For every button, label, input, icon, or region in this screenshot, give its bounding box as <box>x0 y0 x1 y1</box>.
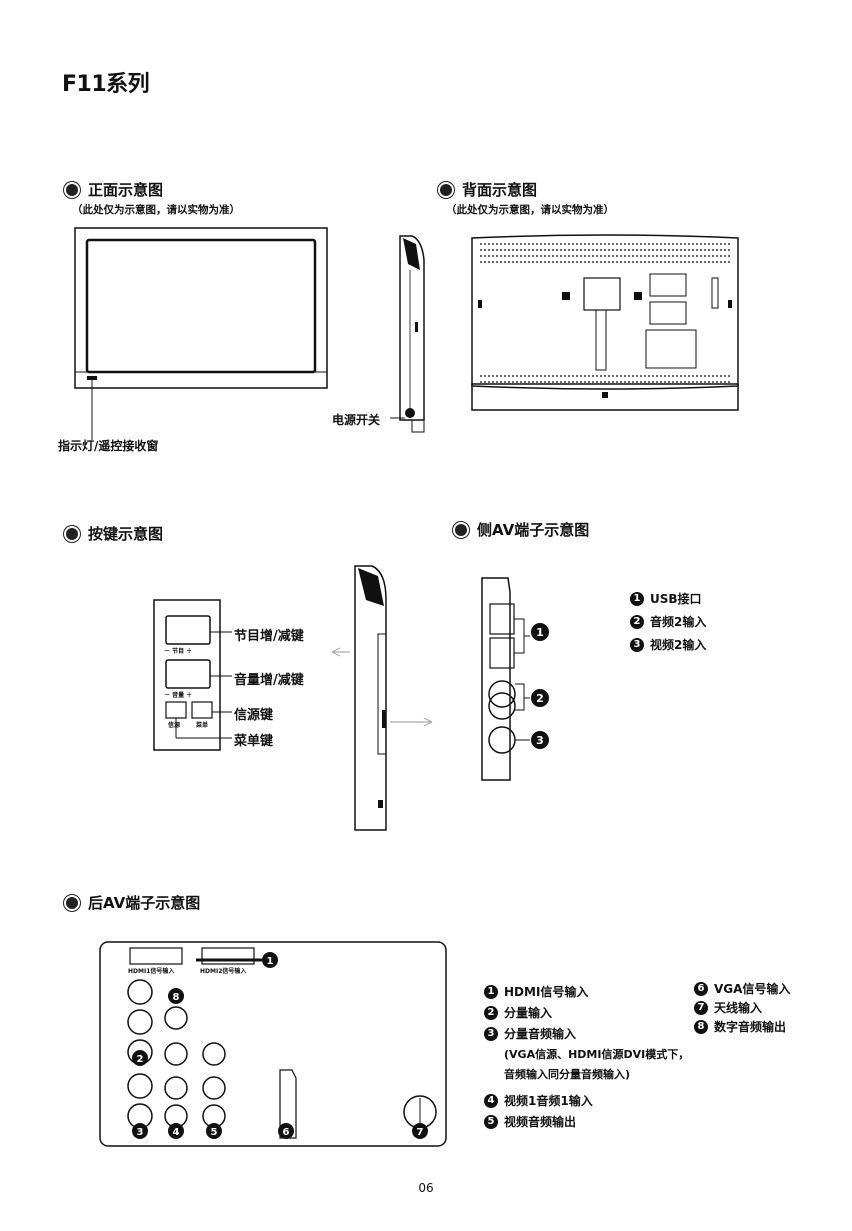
svg-text:5: 5 <box>211 1127 218 1138</box>
svg-text:3: 3 <box>137 1127 144 1138</box>
panel-hdmi1-label: HDMI1信号输入 <box>128 968 175 975</box>
bullet-icon <box>66 896 78 909</box>
indicator-label: 指示灯/遥控接收窗 <box>58 439 159 453</box>
bullet-icon <box>455 523 467 536</box>
panel-program-label: － 节目 ＋ <box>164 648 193 655</box>
program-key-label: 节目增/减键 <box>234 629 304 644</box>
panel-source-label: 信源 <box>168 722 181 729</box>
power-switch-label: 电源开关 <box>332 413 381 427</box>
rear-av-diagram: 1 2 3 4 5 6 7 8 <box>99 941 447 1147</box>
panel-volume-label: － 音量 ＋ <box>164 692 193 699</box>
back-view-heading: 背面示意图 <box>440 179 537 200</box>
button-panel-diagram <box>153 565 433 831</box>
svg-text:1: 1 <box>536 626 544 639</box>
legend-note: (VGA信源、HDMI信源DVI模式下， <box>504 1048 690 1061</box>
svg-text:6: 6 <box>283 1127 290 1138</box>
back-tv-diagram <box>471 234 739 411</box>
svg-text:2: 2 <box>137 1054 144 1065</box>
bullet-icon <box>440 183 452 196</box>
panel-hdmi2-label: HDMI2信号输入 <box>200 968 247 975</box>
bullet-icon <box>66 183 78 196</box>
svg-text:4: 4 <box>173 1127 180 1138</box>
front-tv-diagram <box>74 227 425 440</box>
svg-text:1: 1 <box>267 956 274 967</box>
page-title: F11系列 <box>62 72 150 97</box>
legend-note: 音频输入同分量音频输入) <box>504 1068 631 1081</box>
svg-text:7: 7 <box>417 1127 424 1138</box>
svg-text:8: 8 <box>173 992 180 1003</box>
bullet-icon <box>66 527 78 540</box>
volume-key-label: 音量增/减键 <box>234 673 304 688</box>
buttons-heading: 按键示意图 <box>66 523 163 544</box>
rear-av-heading: 后AV端子示意图 <box>66 892 200 913</box>
back-view-note: （此处仅为示意图，请以实物为准） <box>446 204 614 216</box>
front-view-note: （此处仅为示意图，请以实物为准） <box>72 204 240 216</box>
side-av-heading: 侧AV端子示意图 <box>455 519 589 540</box>
front-view-heading: 正面示意图 <box>66 179 163 200</box>
svg-text:3: 3 <box>536 734 544 747</box>
panel-menu-label: 菜单 <box>196 722 209 729</box>
side-av-diagram: 1 2 3 <box>481 577 549 781</box>
menu-key-label: 菜单键 <box>234 734 274 749</box>
svg-text:2: 2 <box>536 692 544 705</box>
source-key-label: 信源键 <box>234 708 274 723</box>
page-number: 06 <box>418 1181 434 1195</box>
